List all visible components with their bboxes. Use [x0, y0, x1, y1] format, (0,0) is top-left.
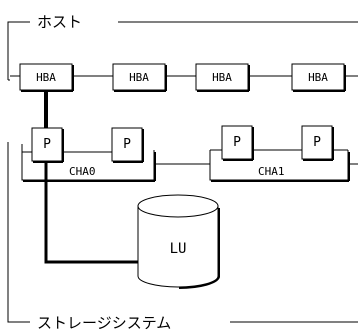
storage-frame [7, 142, 358, 323]
cha-name: CHA1 [258, 165, 285, 178]
port: P [111, 127, 144, 163]
hba-label: HBA [129, 71, 149, 84]
cha-name: CHA0 [69, 165, 96, 178]
lu-cylinder: LU [137, 194, 220, 289]
storage-label: ストレージシステム [37, 314, 171, 332]
port-label: P [313, 135, 321, 150]
hba-label: HBA [212, 71, 232, 84]
channel-adapter-cha1: CHA1 [209, 149, 350, 182]
lu-path-link [44, 161, 138, 264]
port-label: P [233, 135, 241, 150]
port: P [221, 125, 254, 161]
port: P [301, 125, 334, 161]
hba-box: HBA [195, 63, 250, 92]
lu-label: LU [170, 241, 187, 257]
port-label: P [43, 137, 51, 152]
host-label: ホスト [37, 13, 82, 31]
hba-label: HBA [36, 71, 56, 84]
host-frame [7, 21, 358, 81]
hba-label: HBA [308, 71, 328, 84]
port: P [31, 127, 64, 163]
hba-box: HBA [112, 63, 167, 92]
hba-box: HBA [19, 63, 74, 92]
hba-box: HBA [291, 63, 346, 92]
port-label: P [123, 137, 131, 152]
